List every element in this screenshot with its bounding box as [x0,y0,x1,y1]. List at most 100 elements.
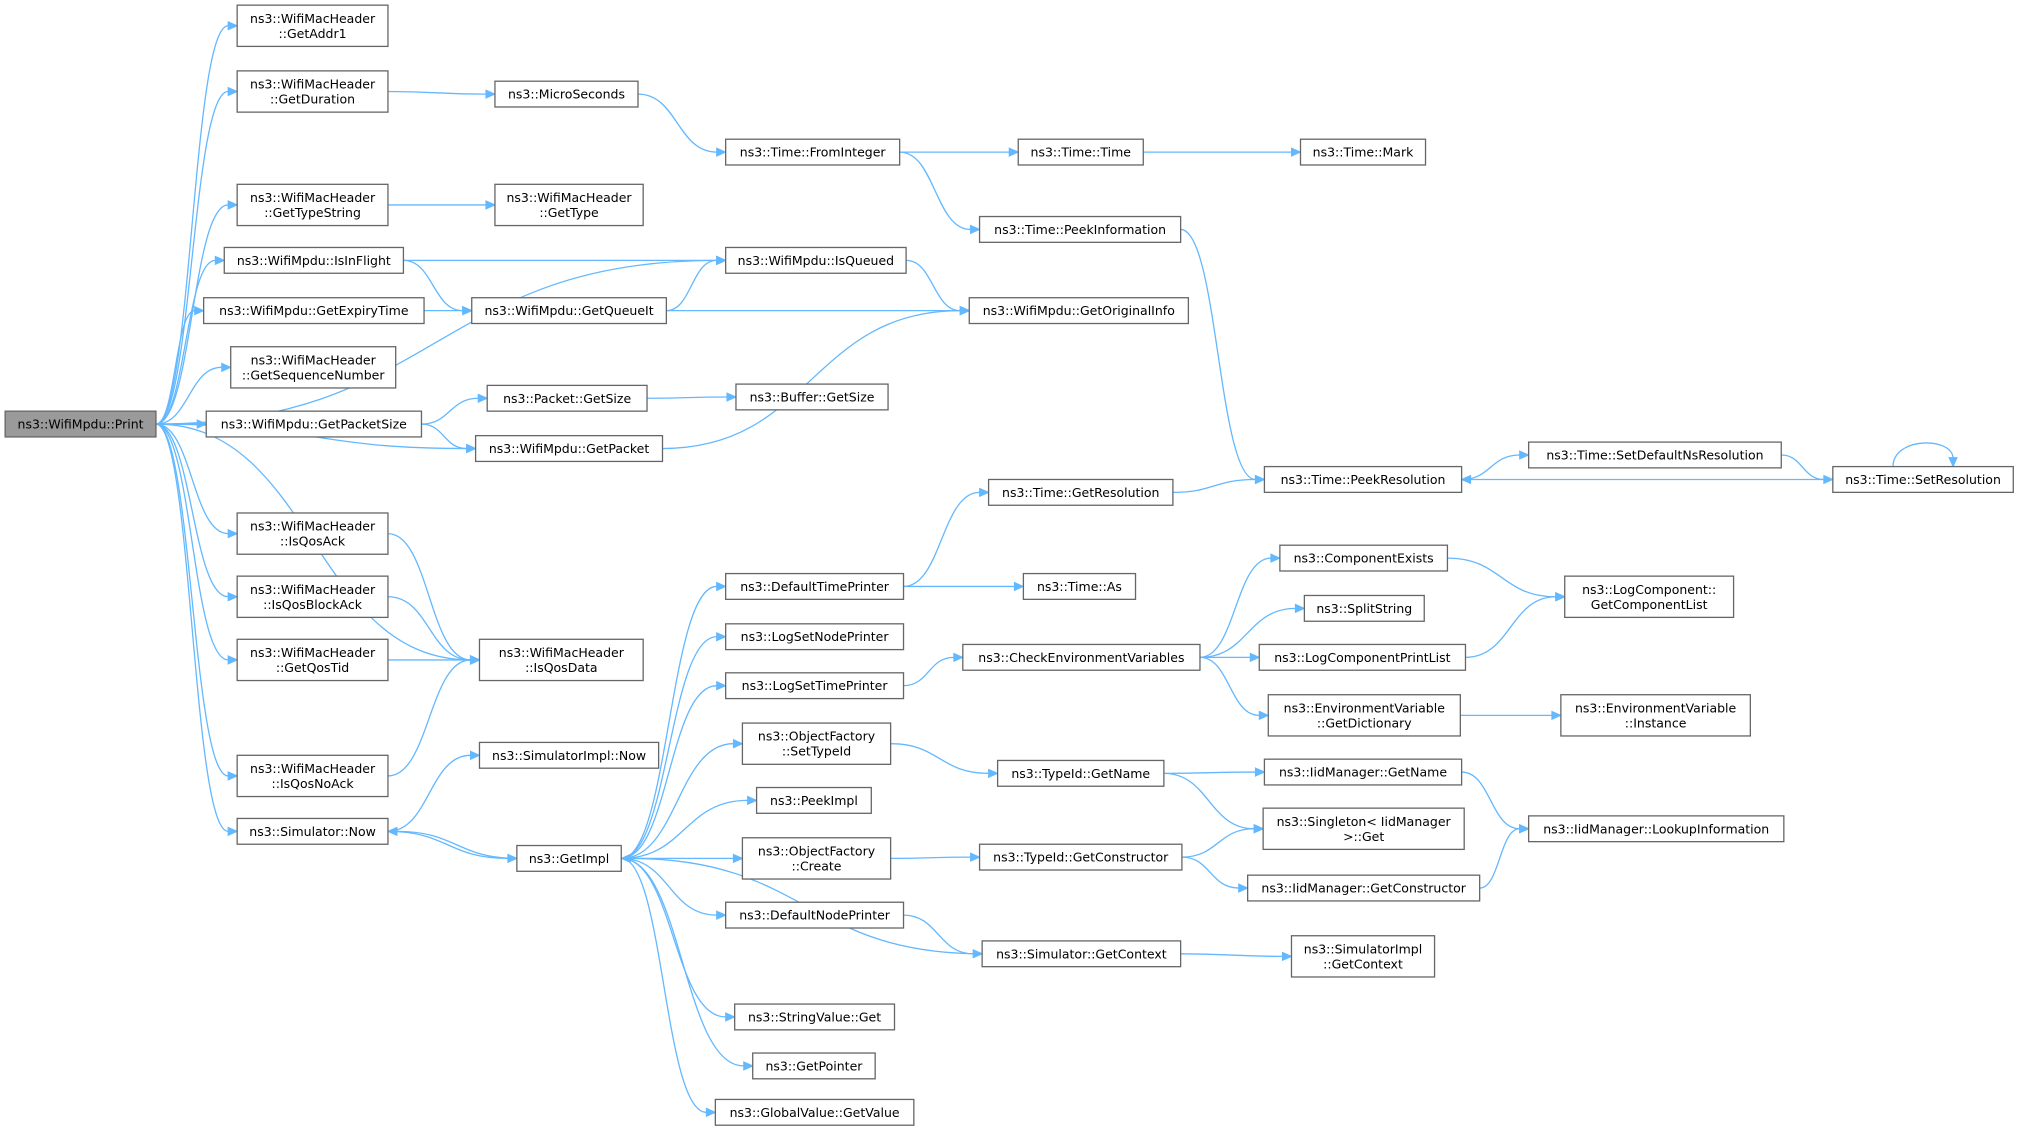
node-gettype[interactable]: ns3::WifiMacHeader::GetType [494,183,644,227]
node-box[interactable] [494,183,644,227]
node-box[interactable] [968,297,1190,325]
node-box[interactable] [478,638,644,682]
node-setres[interactable]: ns3::Time::SetResolution [1832,465,2014,494]
node-getqostid[interactable]: ns3::WifiMacHeader::GetQosTid [236,638,389,682]
node-globalgetvalue[interactable]: ns3::GlobalValue::GetValue [714,1098,915,1126]
node-box[interactable] [478,741,660,769]
node-box[interactable] [978,215,1182,243]
node-box[interactable] [1564,575,1735,619]
node-box[interactable] [471,297,668,325]
node-lognodeprinter[interactable]: ns3::LogSetNodePrinter [725,623,905,651]
node-getseqnum[interactable]: ns3::WifiMacHeader::GetSequenceNumber [230,346,397,389]
node-microseconds[interactable]: ns3::MicroSeconds [494,80,639,108]
node-simnow[interactable]: ns3::Simulator::Now [236,817,389,845]
node-box[interactable] [981,940,1182,968]
node-box[interactable] [1560,694,1751,737]
node-isqosack[interactable]: ns3::WifiMacHeader::IsQosAck [236,512,389,555]
node-getqueueit[interactable]: ns3::WifiMpdu::GetQueueIt [471,297,668,325]
node-box[interactable] [1527,441,1782,469]
node-box[interactable] [1017,138,1144,166]
node-box[interactable] [725,138,901,166]
node-box[interactable] [4,410,157,438]
node-box[interactable] [734,1003,896,1031]
node-deftimeprinter[interactable]: ns3::DefaultTimePrinter [725,572,905,600]
node-box[interactable] [236,638,389,682]
node-box[interactable] [714,1098,915,1126]
node-box[interactable] [236,817,389,845]
node-box[interactable] [725,672,905,700]
node-singleton[interactable]: ns3::Singleton< IidManager>::Get [1262,807,1465,851]
node-box[interactable] [1022,572,1137,600]
node-box[interactable] [236,70,389,113]
node-iidgetctor[interactable]: ns3::IidManager::GetConstructor [1247,874,1481,902]
node-compexists[interactable]: ns3::ComponentExists [1279,544,1449,572]
node-box[interactable] [236,4,389,48]
node-box[interactable] [741,837,892,880]
node-getpacket[interactable]: ns3::WifiMpdu::GetPacket [474,434,664,463]
node-splitstring[interactable]: ns3::SplitString [1303,594,1425,622]
node-box[interactable] [494,80,639,108]
node-box[interactable] [236,512,389,555]
node-getexpiry[interactable]: ns3::WifiMpdu::GetExpiryTime [202,297,425,325]
node-box[interactable] [1303,594,1425,622]
node-getres[interactable]: ns3::Time::GetResolution [987,478,1174,506]
node-box[interactable] [1290,935,1436,978]
node-box[interactable] [755,786,872,814]
node-simimplnow[interactable]: ns3::SimulatorImpl::Now [478,741,660,769]
node-typeidgetname[interactable]: ns3::TypeId::GetName [996,759,1165,787]
node-box[interactable] [978,843,1183,871]
node-getimpl[interactable]: ns3::GetImpl [516,844,622,872]
node-peekres[interactable]: ns3::Time::PeekResolution [1263,465,1463,494]
node-envinst[interactable]: ns3::EnvironmentVariable::Instance [1560,694,1751,737]
node-box[interactable] [1267,694,1461,737]
node-box[interactable] [474,434,664,463]
node-box[interactable] [516,844,622,872]
node-iidgetname[interactable]: ns3::IidManager::GetName [1263,758,1463,786]
node-ofcreate[interactable]: ns3::ObjectFactory::Create [741,837,892,880]
node-box[interactable] [1527,815,1785,843]
node-box[interactable] [741,722,892,765]
node-box[interactable] [236,183,389,227]
node-fromint[interactable]: ns3::Time::FromInteger [725,138,901,166]
node-defnodeprinter[interactable]: ns3::DefaultNodePrinter [725,901,905,929]
node-logtimeprinter[interactable]: ns3::LogSetTimePrinter [725,672,905,700]
node-isqosdata[interactable]: ns3::WifiMacHeader::IsQosData [478,638,644,682]
node-getpacketsize[interactable]: ns3::WifiMpdu::GetPacketSize [205,410,423,438]
node-box[interactable] [725,246,907,274]
node-checkenv[interactable]: ns3::CheckEnvironmentVariables [962,643,1201,671]
node-box[interactable] [1263,465,1463,494]
node-isinflight[interactable]: ns3::WifiMpdu::IsInFlight [223,246,405,274]
node-getoriginal[interactable]: ns3::WifiMpdu::GetOriginalInfo [968,297,1190,325]
node-simimplgetcontext[interactable]: ns3::SimulatorImpl::GetContext [1290,935,1436,978]
node-isqosnoack[interactable]: ns3::WifiMacHeader::IsQosNoAck [236,754,389,798]
node-timeas[interactable]: ns3::Time::As [1022,572,1137,600]
node-isqueued[interactable]: ns3::WifiMpdu::IsQueued [725,246,907,274]
node-box[interactable] [236,575,389,619]
node-logcomplist[interactable]: ns3::LogComponent::GetComponentList [1564,575,1735,619]
node-getpointer[interactable]: ns3::GetPointer [752,1052,876,1080]
node-box[interactable] [230,346,397,389]
node-isqosblockack[interactable]: ns3::WifiMacHeader::IsQosBlockAck [236,575,389,619]
node-timemark[interactable]: ns3::Time::Mark [1299,138,1427,166]
node-box[interactable] [1258,643,1467,671]
node-box[interactable] [996,759,1165,787]
node-box[interactable] [486,384,648,412]
node-lookupinfo[interactable]: ns3::IidManager::LookupInformation [1527,815,1785,843]
node-box[interactable] [205,410,423,438]
node-bufgetsize[interactable]: ns3::Buffer::GetSize [735,383,889,411]
node-strvalget[interactable]: ns3::StringValue::Get [734,1003,896,1031]
node-box[interactable] [236,754,389,798]
node-print[interactable]: ns3::WifiMpdu::Print [4,410,157,438]
node-box[interactable] [725,572,905,600]
node-box[interactable] [202,297,425,325]
node-box[interactable] [1247,874,1481,902]
node-setdefault[interactable]: ns3::Time::SetDefaultNsResolution [1527,441,1782,469]
node-timetime[interactable]: ns3::Time::Time [1017,138,1144,166]
node-typeidgetctor[interactable]: ns3::TypeId::GetConstructor [978,843,1183,871]
node-box[interactable] [725,901,905,929]
node-box[interactable] [752,1052,876,1080]
node-peekinfo[interactable]: ns3::Time::PeekInformation [978,215,1182,243]
node-box[interactable] [1263,758,1463,786]
node-ofsettypeid[interactable]: ns3::ObjectFactory::SetTypeId [741,722,892,765]
node-box[interactable] [1299,138,1427,166]
